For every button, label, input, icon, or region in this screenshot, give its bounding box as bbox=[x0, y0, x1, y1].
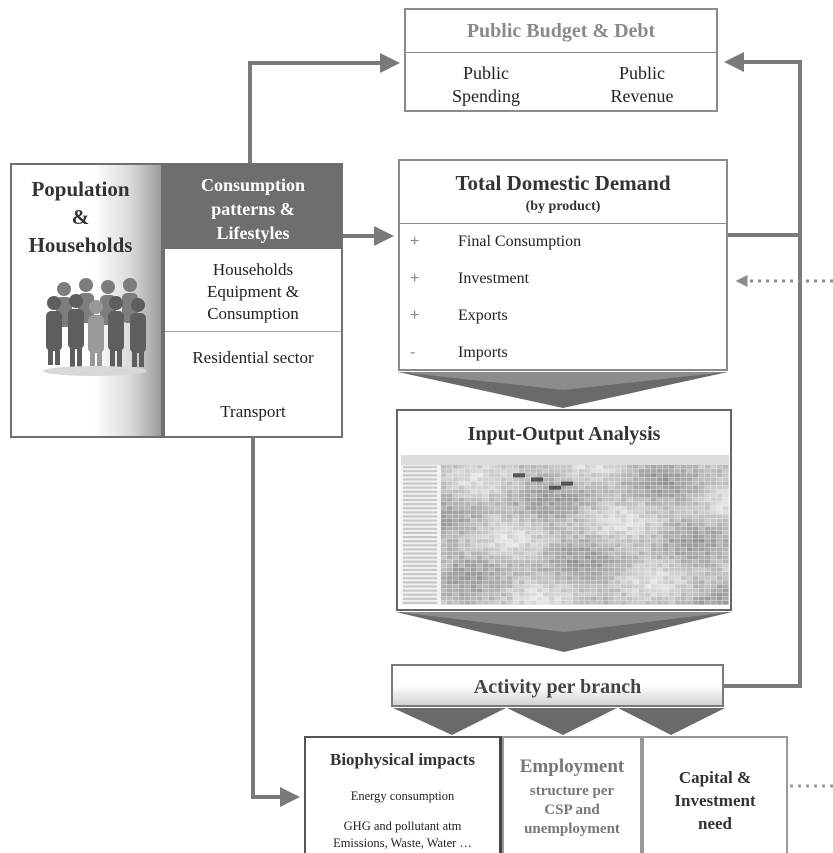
consumption-box: Consumption patterns & Lifestyles Househ… bbox=[163, 163, 343, 438]
demand-row-investment: + Investment bbox=[400, 270, 726, 300]
budget-title: Public Budget & Debt bbox=[466, 20, 656, 42]
activity-per-branch-box: Activity per branch bbox=[391, 664, 724, 707]
spreadsheet-matrix-icon bbox=[401, 455, 729, 605]
sign: + bbox=[410, 307, 420, 324]
divider bbox=[406, 52, 716, 53]
demand-row-exports: + Exports bbox=[400, 307, 726, 337]
ghg-text: GHG and pollutant atm bbox=[343, 819, 462, 833]
demand-row-final-consumption: + Final Consumption bbox=[400, 233, 726, 263]
employment-description: structure per CSP and unemployment bbox=[524, 783, 620, 837]
energy-consumption-text: Energy consumption bbox=[350, 789, 455, 803]
io-title: Input-Output Analysis bbox=[467, 423, 661, 445]
consumption-title: Consumption patterns & Lifestyles bbox=[165, 165, 341, 249]
chevron-bio bbox=[393, 708, 506, 735]
population-title: Population & Households bbox=[28, 177, 133, 257]
public-spending-label: Public Spending bbox=[451, 63, 520, 106]
households-equipment-item: Households Equipment & Consumption bbox=[206, 260, 300, 323]
total-domestic-demand-box: Total Domestic Demand (by product) + Fin… bbox=[398, 159, 728, 371]
biophysical-impacts-box: Biophysical impacts Energy consumption G… bbox=[304, 736, 502, 853]
people-group-icon bbox=[43, 278, 147, 376]
demand-title: Total Domestic Demand bbox=[455, 171, 671, 195]
sign: - bbox=[410, 344, 416, 361]
demand-subtitle: (by product) bbox=[525, 199, 601, 214]
divider bbox=[400, 223, 726, 224]
row-label: Exports bbox=[458, 307, 508, 324]
employment-title: Employment bbox=[519, 756, 625, 777]
chevron-cap bbox=[618, 708, 725, 735]
row-label: Investment bbox=[458, 270, 530, 287]
residential-sector-item: Residential sector bbox=[192, 348, 314, 367]
transport-item: Transport bbox=[220, 402, 286, 421]
arrow-to-budget bbox=[248, 53, 400, 163]
sign: + bbox=[410, 270, 420, 287]
chevron-emp bbox=[507, 708, 617, 735]
public-revenue-label: Public Revenue bbox=[610, 63, 674, 106]
capital-title: Capital & Investment need bbox=[674, 768, 756, 833]
feedback-loop bbox=[724, 52, 802, 688]
demand-row-imports: - Imports bbox=[400, 344, 726, 374]
public-budget-box: Public Budget & Debt Public Spending Pub… bbox=[404, 8, 718, 112]
arrow-to-biophysical bbox=[251, 438, 300, 807]
capital-investment-box: Capital & Investment need bbox=[642, 736, 788, 853]
divider bbox=[165, 331, 341, 332]
sign: + bbox=[410, 233, 420, 250]
biophysical-title: Biophysical impacts bbox=[330, 750, 475, 769]
employment-box: Employment structure per CSP and unemplo… bbox=[502, 736, 642, 853]
activity-title: Activity per branch bbox=[473, 676, 642, 698]
population-box: Population & Households bbox=[10, 163, 163, 438]
row-label: Imports bbox=[458, 344, 508, 361]
row-label: Final Consumption bbox=[458, 233, 582, 250]
input-output-analysis-box: Input-Output Analysis bbox=[396, 409, 732, 611]
emissions-text: Emissions, Waste, Water … bbox=[333, 836, 472, 850]
